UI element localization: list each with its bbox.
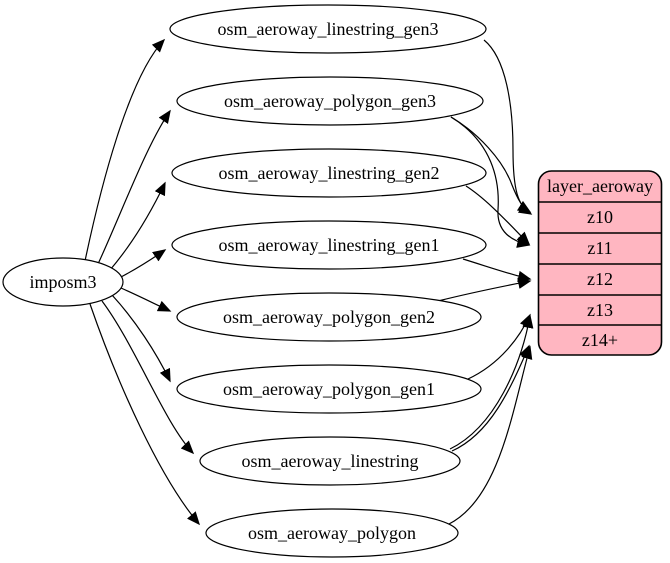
layer-title: layer_aeroway [547, 176, 653, 196]
node-osm_aeroway_polygon_gen1: osm_aeroway_polygon_gen1 [176, 364, 482, 414]
edges-layer [84, 38, 534, 526]
node-label: osm_aeroway_polygon [248, 523, 416, 543]
node-osm_aeroway_polygon: osm_aeroway_polygon [205, 508, 459, 558]
node-label: osm_aeroway_linestring_gen3 [218, 19, 439, 39]
node-osm_aeroway_polygon_gen2: osm_aeroway_polygon_gen2 [176, 292, 482, 342]
edge-imposm3-to-osm_aeroway_polygon_gen1 [111, 294, 171, 383]
node-label: imposm3 [29, 272, 96, 292]
node-osm_aeroway_linestring_gen2: osm_aeroway_linestring_gen2 [171, 148, 487, 198]
edge-osm_aeroway_linestring_gen1-to-z12 [462, 258, 532, 282]
edge-imposm3-to-osm_aeroway_polygon [89, 303, 200, 526]
edge-osm_aeroway_polygon_gen1-to-z13 [467, 313, 531, 380]
layer-box [537, 170, 663, 356]
edge-osm_aeroway_polygon-to-z14 [448, 345, 533, 525]
node-ellipse [171, 220, 487, 270]
edge-imposm3-to-osm_aeroway_polygon_gen2 [120, 287, 172, 312]
node-label: osm_aeroway_polygon_gen2 [223, 307, 435, 327]
node-osm_aeroway_linestring_gen3: osm_aeroway_linestring_gen3 [169, 4, 487, 54]
edge-imposm3-to-osm_aeroway_polygon_gen3 [97, 109, 171, 265]
node-ellipse [176, 76, 484, 126]
node-ellipse [205, 508, 459, 558]
node-ellipse [199, 436, 461, 486]
node-label: osm_aeroway_linestring_gen2 [219, 163, 440, 183]
node-label: osm_aeroway_polygon_gen1 [223, 379, 435, 399]
zoom-row-label-z13: z13 [587, 300, 613, 320]
node-osm_aeroway_linestring: osm_aeroway_linestring [199, 436, 461, 486]
edge-osm_aeroway_polygon_gen3-to-z11 [450, 116, 531, 248]
edge-imposm3-to-osm_aeroway_linestring_gen1 [120, 249, 167, 278]
edge-osm_aeroway_linestring-to-z13 [449, 314, 534, 450]
edge-imposm3-to-osm_aeroway_linestring [101, 300, 195, 455]
zoom-row-label-z10: z10 [587, 207, 613, 227]
node-osm_aeroway_polygon_gen3: osm_aeroway_polygon_gen3 [176, 76, 484, 126]
zoom-row-label-z11: z11 [587, 238, 612, 258]
node-ellipse [171, 148, 487, 198]
edge-osm_aeroway_linestring-to-z14 [451, 344, 530, 452]
edge-imposm3-to-osm_aeroway_linestring_gen2 [109, 181, 166, 271]
node-label: osm_aeroway_linestring_gen1 [219, 235, 440, 255]
node-label: osm_aeroway_polygon_gen3 [224, 91, 436, 111]
edge-imposm3-to-osm_aeroway_linestring_gen3 [84, 38, 166, 262]
node-osm_aeroway_linestring_gen1: osm_aeroway_linestring_gen1 [171, 220, 487, 270]
zoom-row-label-z12: z12 [587, 269, 613, 289]
node-layer_aeroway: layer_aeroway z10 z11 z12 z13 z14+ [537, 170, 663, 356]
edge-osm_aeroway_linestring_gen3-to-z10 [483, 39, 533, 215]
node-ellipse [169, 4, 487, 54]
edge-osm_aeroway_linestring_gen2-to-z11 [465, 185, 531, 246]
node-imposm3: imposm3 [2, 257, 124, 307]
node-label: osm_aeroway_linestring [242, 451, 419, 471]
edge-osm_aeroway_polygon_gen2-to-z12 [437, 277, 532, 302]
node-ellipse [2, 257, 124, 307]
edge-osm_aeroway_polygon_gen3-to-z10 [450, 116, 532, 213]
zoom-row-label-z14plus: z14+ [582, 330, 618, 350]
node-ellipse [176, 292, 482, 342]
node-ellipse [176, 364, 482, 414]
